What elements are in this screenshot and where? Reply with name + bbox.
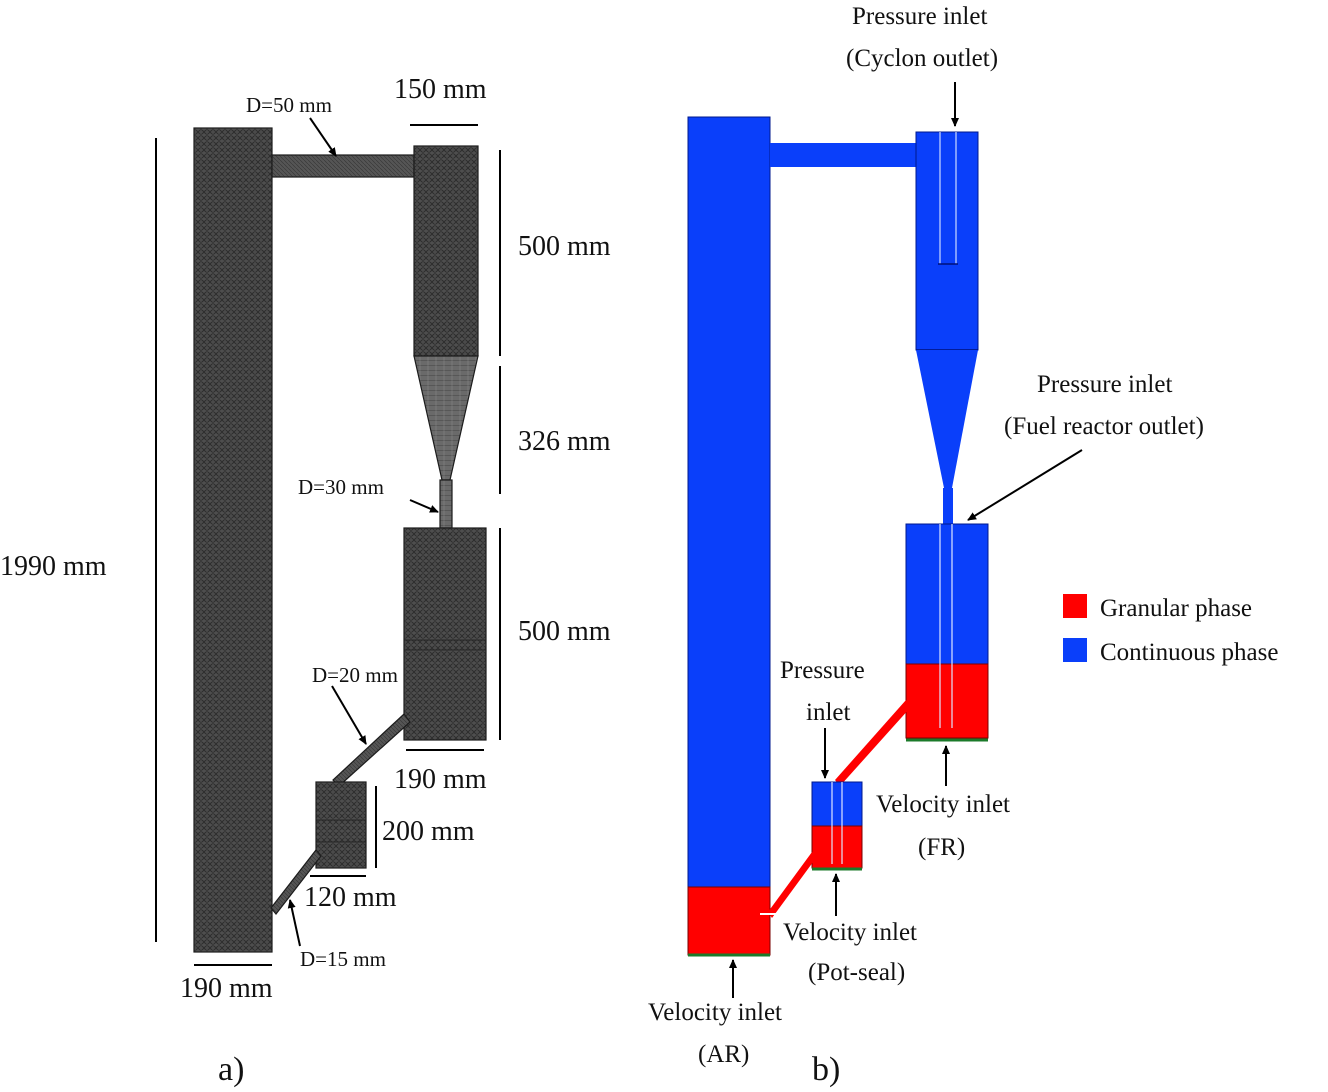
riser-width-label: 190 mm bbox=[180, 973, 273, 1004]
riser-continuous-region bbox=[687, 116, 771, 888]
potseal-mesh bbox=[315, 781, 367, 869]
panel-b-label: b) bbox=[812, 1051, 840, 1088]
cyclone-cylinder-mesh bbox=[413, 145, 479, 357]
riser-granular-region bbox=[687, 886, 771, 956]
fr-potseal-pipe-region bbox=[835, 700, 910, 786]
top-connector-mesh bbox=[271, 154, 415, 178]
legend-granular-swatch bbox=[1063, 594, 1087, 618]
potseal-riser-pipe-mesh bbox=[270, 849, 322, 915]
cyclone-outlet-label-1: Pressure inlet bbox=[852, 3, 987, 30]
legend-granular-label: Granular phase bbox=[1100, 595, 1252, 622]
fuel-reactor-mesh bbox=[403, 527, 487, 741]
cyclone-width-label: 150 mm bbox=[394, 74, 487, 105]
fr-velocity-label-2: (FR) bbox=[918, 834, 965, 861]
potseal-riser-pipe-region bbox=[768, 852, 816, 918]
riser-height-label: 1990 mm bbox=[0, 551, 107, 582]
riser-mesh bbox=[193, 127, 273, 953]
fuel-reactor-width-label: 190 mm bbox=[394, 764, 487, 795]
fuel-outlet-label-2: (Fuel reactor outlet) bbox=[1004, 413, 1204, 440]
potseal-width-label: 120 mm bbox=[304, 882, 397, 913]
panel-b: Pressure inlet (Cyclon outlet) Pressure … bbox=[648, 3, 1278, 1088]
legend: Granular phase Continuous phase bbox=[1063, 594, 1278, 666]
dipleg-diameter-label: D=30 mm bbox=[298, 475, 384, 499]
potseal-pressure-label-1: Pressure bbox=[780, 657, 865, 684]
cyclone-cone-height-label: 326 mm bbox=[518, 426, 611, 457]
fuel-outlet-label-1: Pressure inlet bbox=[1037, 371, 1172, 398]
panel-a-label: a) bbox=[218, 1051, 244, 1088]
panel-a: 1990 mm 190 mm 150 mm 500 mm 326 mm 500 … bbox=[0, 74, 611, 1088]
ar-velocity-label-1: Velocity inlet bbox=[648, 999, 782, 1026]
potseal-velocity-label-2: (Pot-seal) bbox=[808, 959, 905, 986]
potseal-pressure-label-2: inlet bbox=[806, 699, 850, 726]
legend-continuous-label: Continuous phase bbox=[1100, 639, 1278, 666]
cyclone-cone-region bbox=[916, 350, 978, 488]
fuel-reactor-granular-region bbox=[905, 663, 989, 739]
top-connector-region bbox=[770, 143, 918, 167]
fuel-reactor-continuous-region bbox=[905, 523, 989, 665]
potseal-height-label: 200 mm bbox=[382, 816, 475, 847]
dipleg-region bbox=[943, 488, 953, 524]
cyclone-cylinder-region bbox=[915, 131, 979, 351]
cyclone-outlet-label-2: (Cyclon outlet) bbox=[846, 45, 998, 72]
cyclone-cone-mesh bbox=[413, 355, 479, 481]
potseal-riser-pipe-diameter-label: D=15 mm bbox=[300, 947, 386, 971]
potseal-granular-region bbox=[811, 825, 863, 869]
ar-velocity-label-2: (AR) bbox=[698, 1041, 749, 1068]
fr-potseal-pipe-diameter-label: D=20 mm bbox=[312, 663, 398, 687]
potseal-velocity-label-1: Velocity inlet bbox=[783, 919, 917, 946]
dipleg-mesh bbox=[439, 479, 453, 529]
potseal-continuous-region bbox=[811, 781, 863, 827]
legend-continuous-swatch bbox=[1063, 638, 1087, 662]
fr-velocity-label-1: Velocity inlet bbox=[876, 791, 1010, 818]
fuel-reactor-height-label: 500 mm bbox=[518, 616, 611, 647]
cyclone-cylinder-height-label: 500 mm bbox=[518, 231, 611, 262]
top-connector-diameter-label: D=50 mm bbox=[246, 93, 332, 117]
